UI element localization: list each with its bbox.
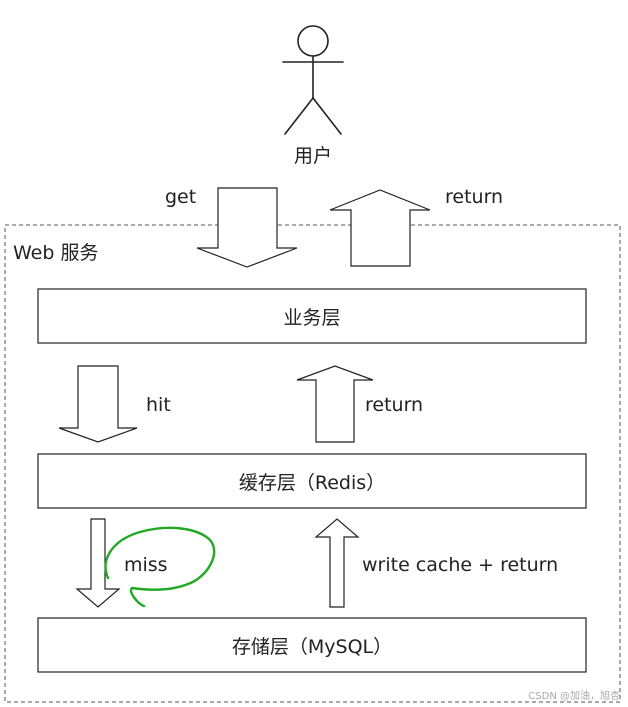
cache-layer-box (37, 453, 587, 509)
middle-return-label: return (365, 394, 423, 416)
miss-down-arrow (75, 518, 121, 608)
miss-label: miss (124, 554, 168, 576)
business-layer-label: 业务层 (283, 307, 340, 329)
watermark: CSDN @加油，旭杏 (528, 689, 620, 702)
write-cache-up-arrow (314, 518, 360, 608)
get-down-arrow (196, 187, 298, 268)
get-label: get (165, 186, 196, 208)
miss-highlight-scribble (104, 526, 216, 608)
hit-label: hit (146, 394, 171, 416)
business-layer-box (37, 288, 587, 344)
return-up-arrow-top (329, 189, 431, 267)
top-return-label: return (445, 186, 503, 208)
return-up-arrow-middle (296, 365, 374, 443)
write-cache-label: write cache + return (362, 554, 558, 576)
user-label: 用户 (294, 145, 332, 167)
user-icon (282, 25, 344, 135)
storage-layer-label: 存储层（MySQL） (232, 636, 392, 658)
hit-down-arrow (58, 365, 138, 443)
web-service-label: Web 服务 (13, 242, 98, 264)
cache-layer-label: 缓存层（Redis） (239, 472, 385, 494)
storage-layer-box (37, 617, 587, 673)
